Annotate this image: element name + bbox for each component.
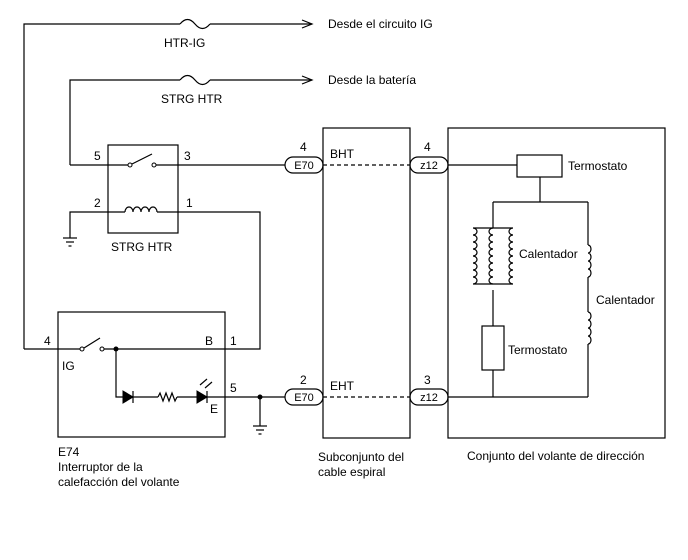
switch-box [57, 311, 226, 438]
steering-wheel-box [447, 127, 666, 439]
heater-left-label: Calentador [519, 247, 578, 261]
ig-source-arrow-icon [301, 19, 314, 29]
ig-source-label: Desde el circuito IG [328, 17, 433, 31]
switch-blade-icon [83, 337, 101, 349]
switch-contact-icon [79, 346, 85, 352]
thermostat-top-symbol [516, 154, 563, 178]
switch-code: E74 [58, 445, 80, 459]
relay-box [107, 144, 179, 234]
relay-coil-icon [124, 206, 158, 213]
relay-pin-5: 5 [94, 149, 101, 163]
relay-ground [63, 211, 108, 247]
z12-eht-pin: 3 [424, 373, 431, 387]
diode-icon [122, 390, 134, 404]
spiral-cable-assembly: BHT EHT Subconjunto del cable espiral [318, 127, 411, 479]
switch-name-line2: calefacción del volante [58, 475, 180, 489]
thermostat-bottom-label: Termostato [508, 343, 568, 357]
e70-bht-pin: 4 [300, 140, 307, 154]
eht-ground-circuit [225, 394, 285, 435]
z12-connector-bht: z12 4 [409, 140, 449, 174]
switch-pin-1: 1 [230, 334, 237, 348]
battery-source-circuit: STRG HTR Desde la batería [69, 73, 416, 165]
battery-source-label: Desde la batería [328, 73, 416, 87]
thermostat-bottom-symbol [481, 325, 505, 371]
heater-left-icon [488, 227, 494, 285]
heater-right-label: Calentador [596, 293, 655, 307]
strg-htr-fuse-symbol [179, 74, 211, 86]
heater-right-icon [587, 244, 592, 278]
switch-name-line1: Interruptor de la [58, 460, 143, 474]
battery-source-arrow-icon [301, 75, 314, 85]
relay-pin-2: 2 [94, 196, 101, 210]
relay-pin-1: 1 [186, 196, 193, 210]
led-light-arrow-icon [199, 378, 208, 386]
e70-connector-bht: E70 4 [284, 140, 324, 174]
strg-htr-relay: 5 3 2 1 STRG HTR [70, 144, 285, 254]
switch-pin-5: 5 [230, 381, 237, 395]
switch-ig-label: IG [62, 359, 75, 373]
bht-label: BHT [330, 147, 355, 161]
strg-htr-fuse-label: STRG HTR [161, 92, 223, 106]
z12-label: z12 [420, 392, 438, 404]
relay-label: STRG HTR [111, 240, 173, 254]
spiral-cable-box [322, 127, 411, 439]
e70-label: E70 [294, 392, 314, 404]
led-icon [196, 390, 208, 404]
htr-ig-fuse-symbol [179, 18, 211, 30]
z12-bht-pin: 4 [424, 140, 431, 154]
resistor-icon [157, 391, 178, 403]
z12-label: z12 [420, 160, 438, 172]
relay-to-switch-wire [178, 211, 261, 350]
ig-source-circuit: HTR-IG Desde el circuito IG [23, 17, 433, 349]
e70-label: E70 [294, 160, 314, 172]
htr-ig-fuse-label: HTR-IG [164, 36, 205, 50]
thermostat-top-label: Termostato [568, 159, 628, 173]
relay-pin-3: 3 [184, 149, 191, 163]
e70-eht-pin: 2 [300, 373, 307, 387]
spiral-cable-label-line1: Subconjunto del [318, 450, 404, 464]
steering-wheel-assembly: Termostato Calentador Termostato Calenta… [447, 127, 666, 463]
z12-connector-eht: z12 3 [409, 373, 449, 406]
heater-switch-e74: 4 IG B 1 5 E E74 Interruptor de la calef… [24, 311, 237, 489]
eht-label: EHT [330, 379, 355, 393]
e70-connector-eht: E70 2 [284, 373, 324, 406]
relay-contact-icon [127, 162, 133, 168]
relay-switch-blade-icon [131, 153, 153, 165]
switch-pin-4: 4 [44, 334, 51, 348]
spiral-cable-label-line2: cable espiral [318, 465, 385, 479]
switch-e-label: E [210, 402, 218, 416]
switch-b-label: B [205, 334, 213, 348]
steering-wheel-label: Conjunto del volante de dirección [467, 449, 644, 463]
